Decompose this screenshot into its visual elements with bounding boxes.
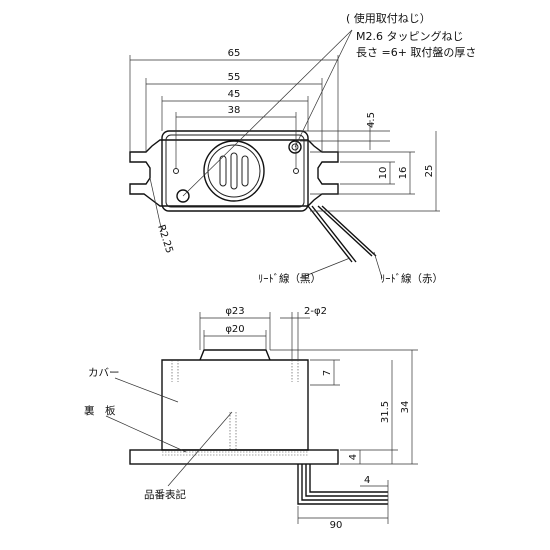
dim-45: 45 [228,89,241,100]
top-protrusion [199,349,271,361]
side-lead-3 [305,464,388,497]
mount-hole-right-inner [291,143,299,151]
sound-slot-1 [219,155,227,187]
sound-slot-3 [241,155,249,187]
side-view: φ23 φ20 2-φ2 7 31.5 34 4 4 90 [84,306,418,531]
screw-leader-right [294,29,353,148]
pin-left [173,168,179,174]
label-partno: 品番表記 [144,488,186,501]
dim-2phi2: 2-φ2 [304,306,327,317]
lead-black-wire-b [311,205,357,263]
pin-right [293,168,299,174]
side-vertical-dims [270,349,418,465]
lead-red-wire-a [317,205,373,257]
side-pins [171,360,299,450]
dim-34: 34 [400,401,411,414]
label-cover: カバー [88,367,120,379]
dim-7: 7 [322,370,333,376]
lead-black-leader [299,257,351,279]
lead-red-label: ﾘｰﾄﾞ線（赤） [380,272,443,285]
top-body [161,130,309,212]
flange-outline [129,139,339,207]
dim-phi20: φ20 [225,324,244,335]
backplate-leader [105,415,187,453]
lead-red-wire-b [321,205,377,257]
screw-note-1: ( 使用取付ねじ） [346,12,431,25]
label-backplate: 裏 板 [84,404,116,417]
side-top-dims [199,312,310,360]
screw-note-2: M2.6 タッピングねじ [356,29,463,43]
cover-leader [114,377,179,403]
top-horizontal-dims [129,55,339,168]
top-vertical-dims [300,120,440,212]
radius-leader [149,177,163,233]
mount-hole-left [176,189,190,203]
dim-90: 90 [330,520,343,531]
side-lead-4 [309,464,388,493]
side-lead-1 [297,464,388,505]
dim-65: 65 [228,48,241,59]
dim-25: 25 [424,165,435,178]
dim-10: 10 [378,167,389,180]
side-lead-2 [301,464,388,501]
lead-dims [297,480,389,524]
top-body-inner [165,134,305,208]
lead-red-leader [373,251,383,279]
dim-4-5: 4.5 [366,112,377,128]
dim-31-5: 31.5 [380,401,391,423]
sound-slot-2 [230,152,238,190]
screw-leader-left [182,29,353,197]
dim-38: 38 [228,105,241,116]
lead-black-label: ﾘｰﾄﾞ線（黒） [258,272,321,285]
partno-leader [167,411,233,487]
buzzer-outer-circle [203,140,265,202]
screw-note-3: 長さ =6+ 取付盤の厚さ [356,46,476,59]
dim-55: 55 [228,72,241,83]
dim-phi23: φ23 [225,306,244,317]
dim-16: 16 [398,167,409,180]
mount-hole-right [288,140,302,154]
radius-label: R2.25 [155,224,174,255]
dim-4-lead: 4 [364,475,370,486]
top-view: 65 55 45 38 4.5 10 16 25 R2.25 ( 使用取付ねじ） [129,12,476,285]
dim-4-bottom: 4 [348,454,359,460]
cover-body [161,359,309,451]
lead-black-wire-a [307,205,353,263]
